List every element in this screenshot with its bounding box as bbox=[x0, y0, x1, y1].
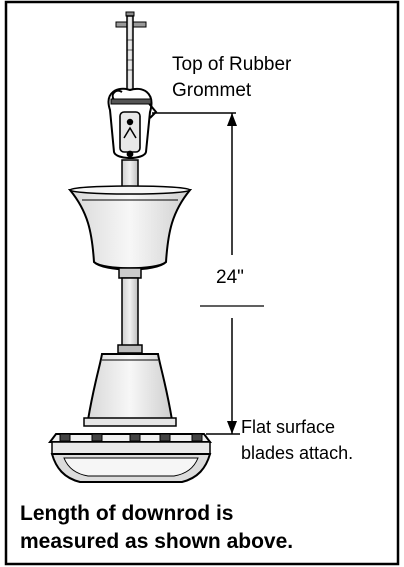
flat-surface-line2: blades attach. bbox=[241, 443, 354, 463]
caption-line2: measured as shown above. bbox=[20, 530, 294, 553]
dimension-label: 24" bbox=[216, 267, 244, 288]
canopy bbox=[67, 185, 193, 271]
flat-surface-label: Flat surface blades attach. bbox=[241, 414, 353, 466]
downrod-middle bbox=[117, 267, 143, 354]
hanger-ball-bracket bbox=[107, 87, 158, 159]
top-grommet-line2: Grommet bbox=[172, 80, 252, 101]
flat-surface-line1: Flat surface bbox=[241, 417, 336, 437]
dimension-line bbox=[200, 113, 264, 434]
dimension-arrow-top bbox=[227, 113, 237, 126]
threaded-rod bbox=[115, 11, 147, 97]
top-grommet-line1: Top of Rubber bbox=[172, 54, 292, 75]
dimension-arrow-bottom bbox=[227, 421, 237, 434]
caption: Length of downrod is measured as shown a… bbox=[20, 500, 293, 556]
motor-housing bbox=[48, 433, 212, 483]
diagram-border bbox=[4, 0, 400, 566]
top-of-rubber-grommet-label: Top of Rubber Grommet bbox=[172, 52, 291, 104]
motor-coupler bbox=[83, 353, 177, 427]
caption-line1: Length of downrod is bbox=[20, 502, 234, 525]
